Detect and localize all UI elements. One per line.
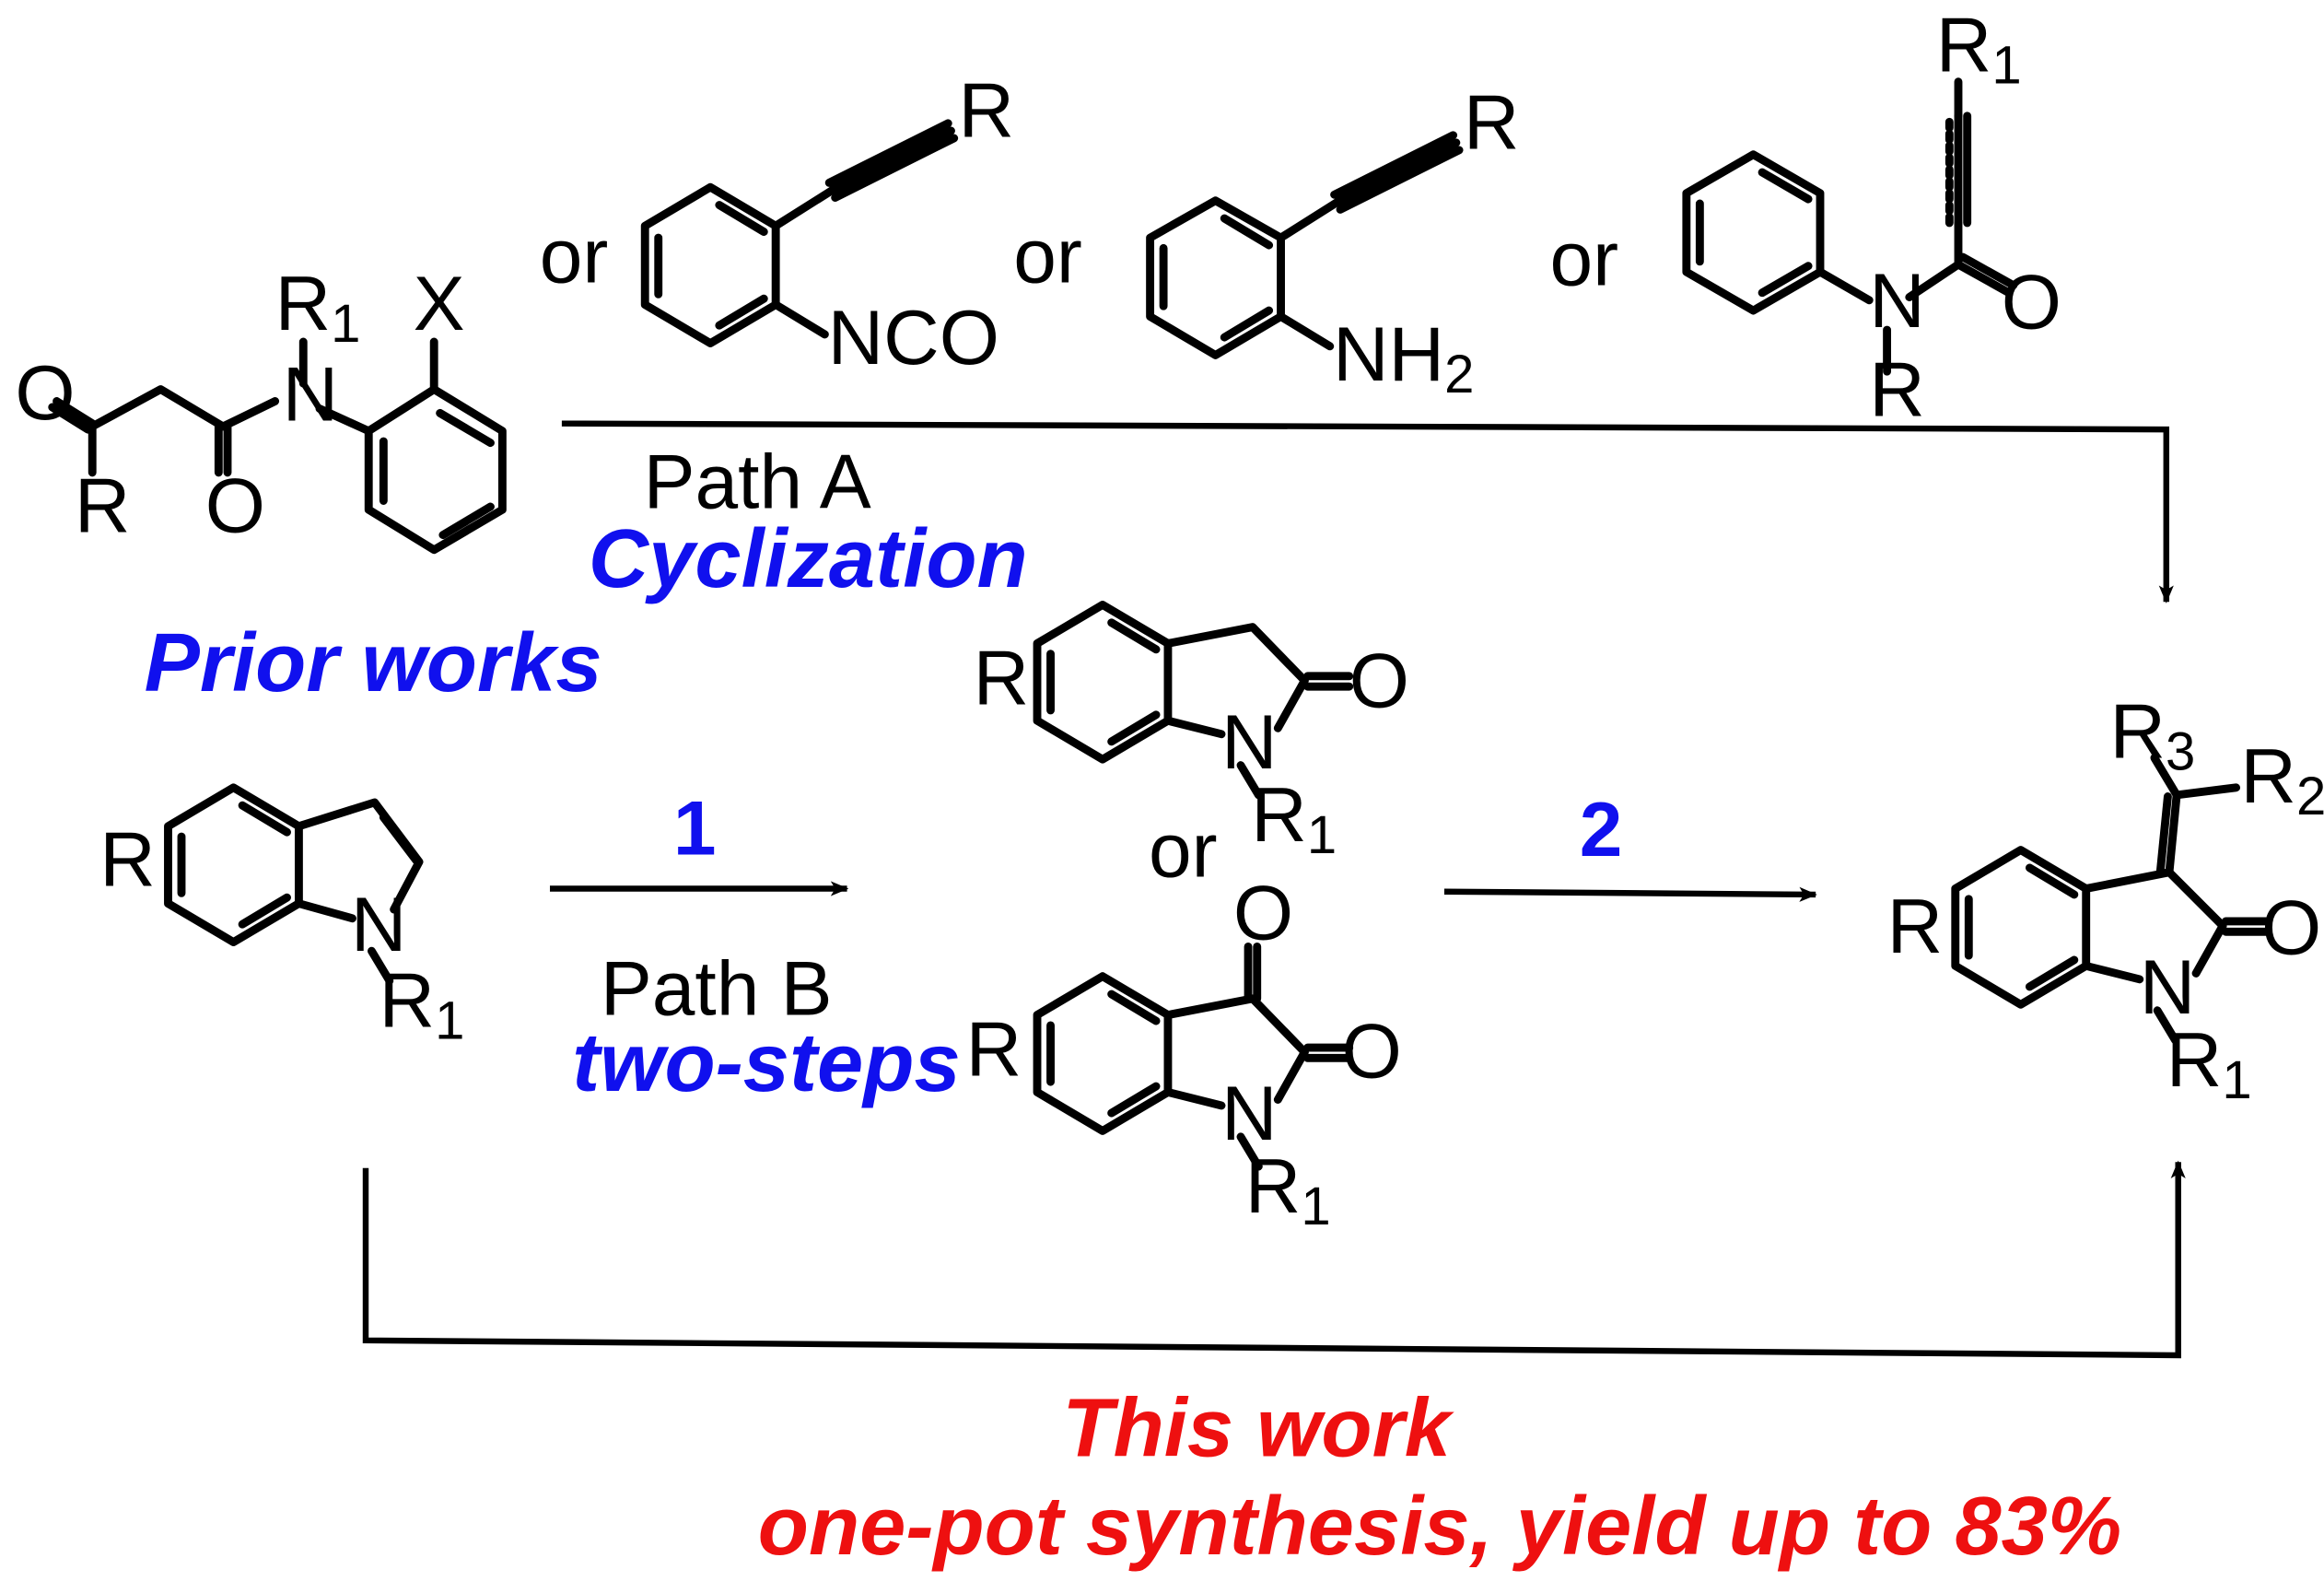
atom-o3-isatin: O: [1233, 869, 1293, 955]
cyclization-label: Cyclization: [589, 512, 1028, 605]
this-work-arrow: [362, 1160, 2186, 1359]
atom-r-aniline: R: [1464, 78, 1520, 165]
atom-r1: R1: [275, 260, 361, 354]
one-pot-label: one-pot synthesis, yield up to 83%: [758, 1480, 2121, 1573]
atom-r2-product: R2: [2240, 732, 2324, 826]
this-work-label: This work: [1062, 1382, 1454, 1475]
alkynyl-isocyanate-structure: [640, 119, 959, 348]
or-label-1: or: [540, 212, 609, 299]
atom-r3-product: R3: [2110, 688, 2196, 782]
atom-r1-alkyne: R1: [1936, 1, 2022, 95]
atom-x: X: [414, 260, 465, 346]
product-structure: [1951, 754, 2271, 1045]
atom-r-product: R: [1887, 883, 1944, 969]
or-label-3: or: [1549, 216, 1618, 302]
isatin-structure: [1033, 942, 1354, 1171]
atom-r1-indole: R1: [380, 956, 465, 1050]
or-label-2: or: [1013, 212, 1082, 299]
keto-anilide-structure: [48, 337, 507, 555]
atom-n-amide: N: [1869, 257, 1925, 344]
step2-label: 2: [1580, 786, 1623, 873]
two-steps-label: two-steps: [572, 1016, 961, 1109]
atom-o-product: O: [2261, 884, 2321, 970]
atom-r-isatin: R: [966, 1006, 1022, 1093]
atom-r-oxindole: R: [974, 635, 1030, 721]
atom-o-ketone: O: [15, 349, 75, 436]
indole-structure: [164, 783, 424, 985]
step1-label: 1: [673, 784, 717, 871]
atom-o-propiol: O: [2002, 258, 2061, 345]
atom-o2-isatin: O: [1342, 1007, 1402, 1094]
atom-r1-oxindole: R1: [1251, 771, 1337, 865]
atom-r1-isatin: R1: [1245, 1142, 1331, 1236]
path-b-label: Path B: [601, 945, 833, 1032]
step2-arrow: [1443, 886, 1817, 902]
atom-r: R: [75, 462, 131, 548]
atom-n-oxindole: N: [1221, 698, 1278, 785]
or-label-4: or: [1149, 807, 1218, 894]
atom-n-indole: N: [351, 881, 407, 967]
atom-nco: NCO: [828, 294, 999, 381]
atom-o-oxindole: O: [1349, 638, 1409, 724]
atom-o-amide: O: [205, 462, 265, 548]
alkynyl-aniline-structure: [1146, 131, 1464, 359]
atom-nh2: NH2: [1333, 310, 1474, 404]
atom-n-isatin: N: [1221, 1070, 1278, 1156]
propiolamide-structure: [1682, 77, 2018, 376]
path-a-arrow: [561, 420, 2174, 603]
atom-r-propiol: R: [1869, 346, 1925, 433]
atom-n: N: [283, 350, 339, 437]
atom-n-product: N: [2140, 943, 2196, 1030]
oxindole-structure: [1033, 601, 1354, 800]
path-a-label: Path A: [644, 439, 871, 525]
atom-r-indole: R: [99, 815, 156, 902]
atom-r1-product: R1: [2166, 1016, 2252, 1110]
prior-works-label: Prior works: [145, 616, 602, 709]
atom-r-isocyanate: R: [959, 66, 1015, 153]
